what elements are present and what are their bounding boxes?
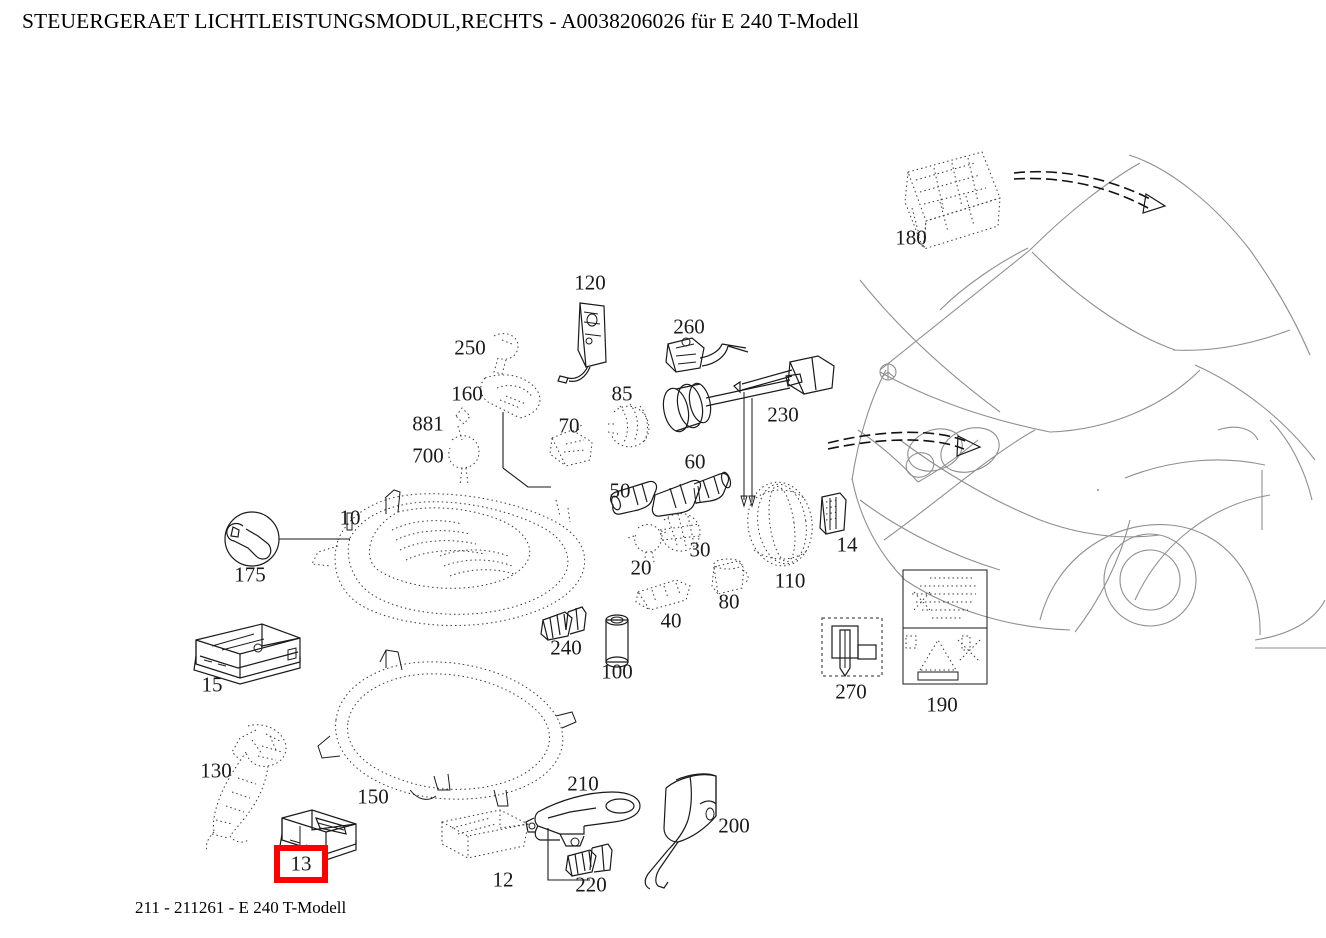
part-70-connector bbox=[549, 423, 593, 467]
page-footer: 211 - 211261 - E 240 T-Modell bbox=[135, 898, 347, 917]
highlight-label: 13 bbox=[290, 851, 312, 876]
part-60-bulb-assembly bbox=[651, 471, 732, 517]
leader-line-160-b bbox=[502, 467, 551, 488]
part-50-bulb bbox=[610, 480, 658, 515]
part-10-headlight-assembly bbox=[311, 489, 586, 626]
car-outline-illustration bbox=[851, 154, 1326, 649]
part-15-control-module bbox=[193, 623, 301, 685]
callout-70: 70 bbox=[558, 413, 580, 438]
callout-210: 210 bbox=[567, 771, 599, 796]
part-220-screw bbox=[565, 843, 613, 877]
callout-30: 30 bbox=[689, 537, 711, 562]
part-30-bulb bbox=[659, 513, 701, 552]
part-12-gasket bbox=[441, 809, 529, 859]
callout-130: 130 bbox=[200, 758, 232, 783]
part-100-spacer-sleeve bbox=[605, 614, 629, 668]
part-85-spring-clip bbox=[607, 403, 650, 448]
callout-150: 150 bbox=[357, 784, 389, 809]
callout-240: 240 bbox=[550, 635, 582, 660]
part-700-bulb bbox=[448, 407, 480, 487]
part-240-screw bbox=[540, 606, 587, 641]
part-130-bracket bbox=[205, 724, 287, 853]
callout-14: 14 bbox=[836, 532, 858, 557]
part-40-strip bbox=[635, 579, 691, 611]
callout-230: 230 bbox=[767, 402, 799, 427]
callout-881: 881 bbox=[412, 411, 444, 436]
callout-50: 50 bbox=[609, 478, 631, 503]
part-210-lever bbox=[525, 791, 641, 881]
part-150-retaining-ring bbox=[317, 649, 577, 807]
callout-180: 180 bbox=[895, 225, 927, 250]
callout-190: 190 bbox=[926, 692, 958, 717]
callout-270: 270 bbox=[835, 679, 867, 704]
callout-110: 110 bbox=[774, 568, 806, 593]
part-250-clip bbox=[493, 333, 519, 375]
part-260-socket bbox=[665, 337, 749, 373]
callout-100: 100 bbox=[601, 659, 633, 684]
locator-arrow-upper bbox=[1013, 170, 1167, 214]
callout-10: 10 bbox=[339, 505, 361, 530]
part-200-bracket bbox=[644, 773, 717, 890]
callout-700: 700 bbox=[412, 443, 444, 468]
callout-60: 60 bbox=[684, 449, 706, 474]
part-14-module bbox=[819, 492, 847, 535]
part-175-service-symbol bbox=[224, 511, 350, 567]
callout-160: 160 bbox=[451, 381, 483, 406]
callout-40: 40 bbox=[660, 608, 682, 633]
callout-120: 120 bbox=[574, 270, 606, 295]
callout-85: 85 bbox=[611, 381, 633, 406]
part-120-bracket bbox=[557, 302, 607, 384]
part-190-warning-label bbox=[902, 569, 988, 685]
part-110-lens-ring bbox=[747, 481, 813, 567]
page-title: STEUERGERAET LICHTLEISTUNGSMODUL,RECHTS … bbox=[22, 9, 859, 33]
highlight-box-part-13[interactable]: 13 bbox=[274, 845, 328, 883]
callout-12: 12 bbox=[492, 867, 514, 892]
part-180-control-unit bbox=[904, 151, 1001, 250]
wrench-icon bbox=[226, 522, 272, 560]
part-230-connector-block bbox=[733, 355, 835, 508]
callout-260: 260 bbox=[673, 314, 705, 339]
part-80-socket bbox=[711, 558, 749, 595]
callout-200: 200 bbox=[718, 813, 750, 838]
locator-arrow-lower bbox=[827, 431, 982, 457]
part-20-retainer-clip bbox=[627, 524, 667, 565]
callout-220: 220 bbox=[575, 872, 607, 897]
callout-20: 20 bbox=[630, 555, 652, 580]
callout-250: 250 bbox=[454, 335, 486, 360]
part-160-cover bbox=[480, 374, 541, 419]
callout-15: 15 bbox=[201, 672, 223, 697]
part-270-label-symbol bbox=[821, 617, 883, 678]
callout-175: 175 bbox=[234, 562, 266, 587]
callout-80: 80 bbox=[718, 589, 740, 614]
